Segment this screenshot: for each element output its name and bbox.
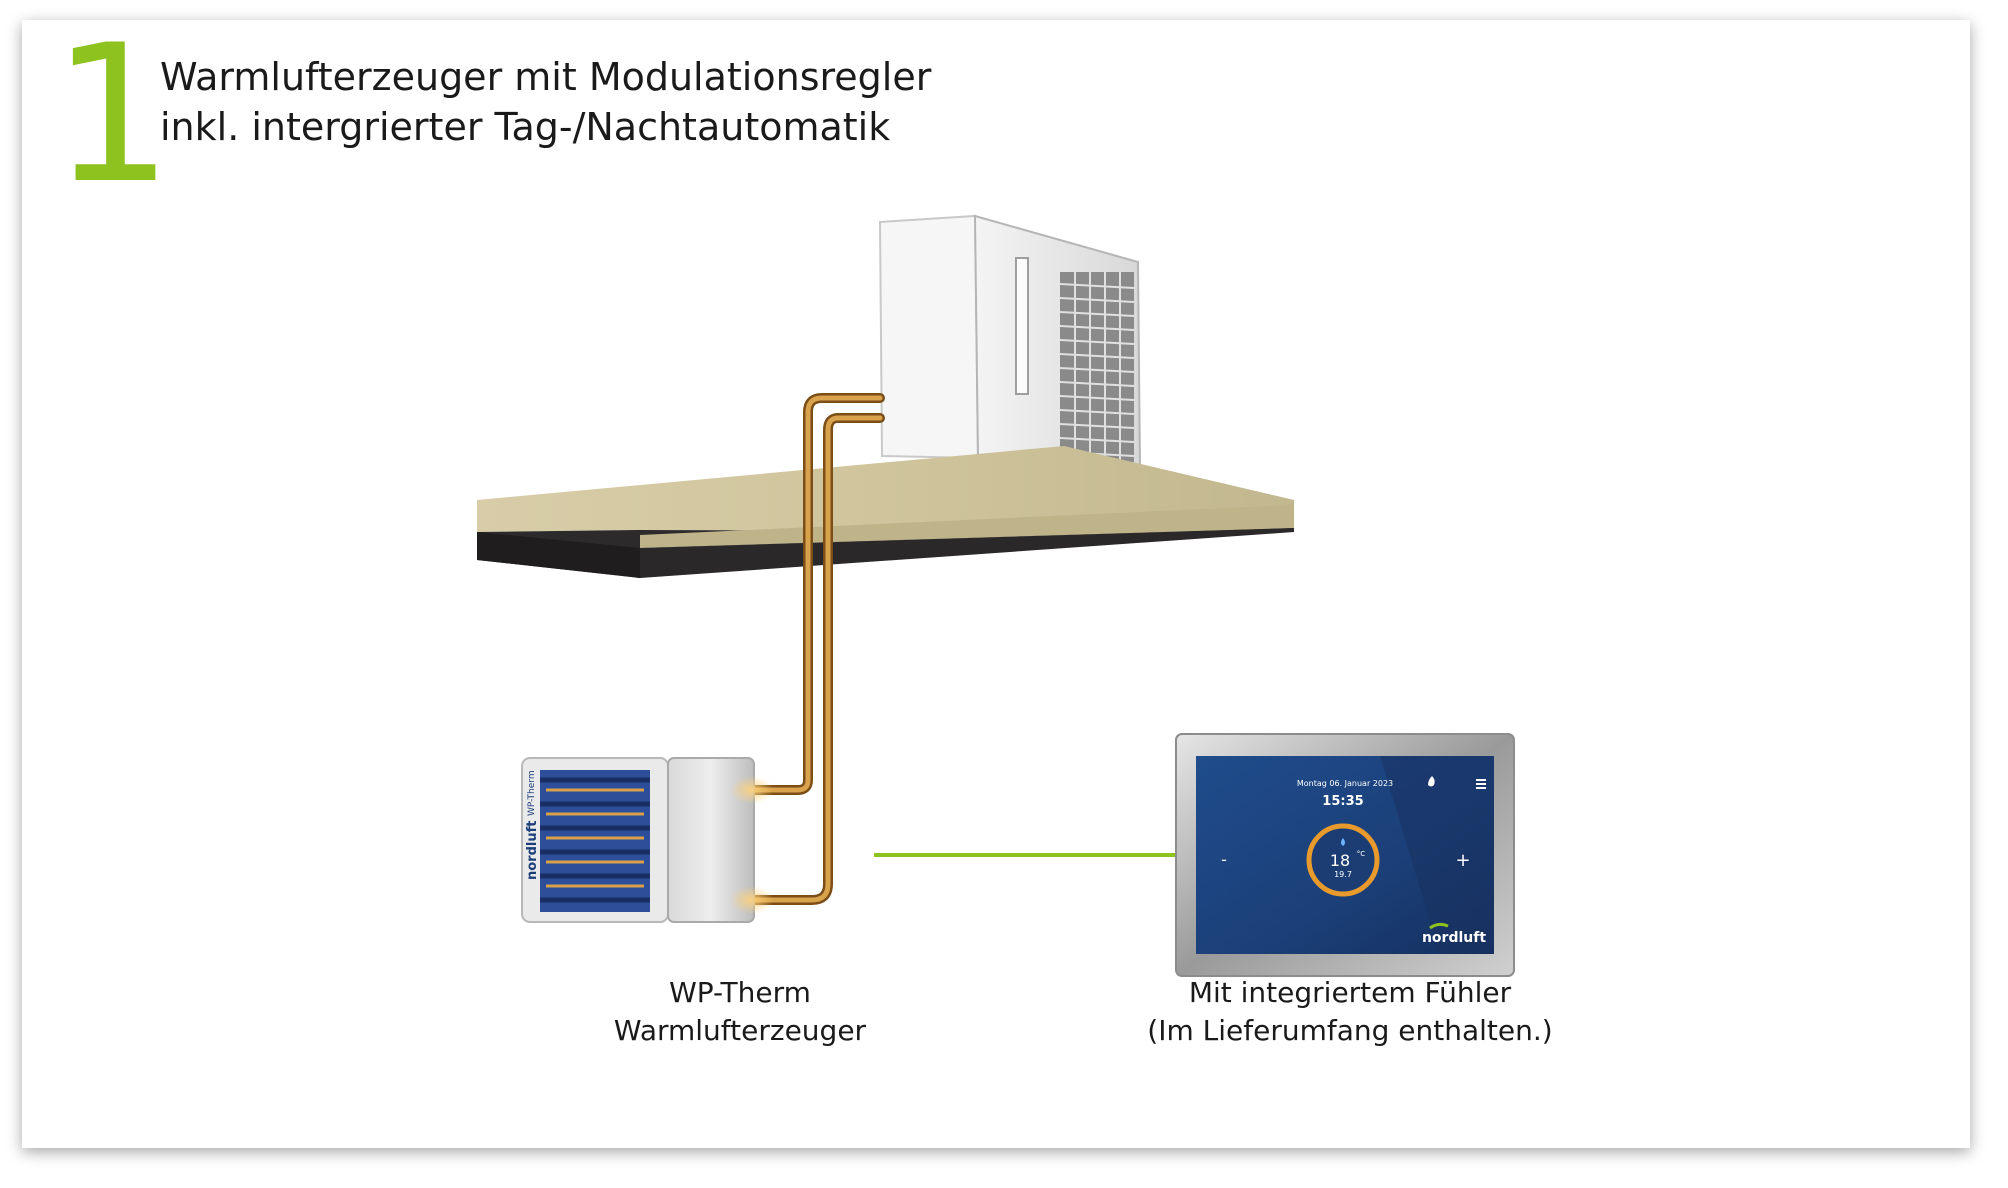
heater-caption-line-1: WP-Therm (560, 974, 920, 1012)
outdoor-unit (880, 216, 1140, 470)
ceiling-slab (477, 446, 1294, 578)
heater-brand-label: nordluft (525, 821, 540, 880)
air-heater-unit: nordluft WP-Therm (522, 758, 774, 922)
actual-temperature: 19.7 (1334, 870, 1352, 879)
thermostat-caption-line-2: (Im Lieferumfang enthalten.) (1100, 1012, 1600, 1050)
temperature-unit: °C (1357, 850, 1366, 858)
thermostat-brand: nordluft (1422, 930, 1486, 946)
thermostat-caption: Mit integriertem Fühler (Im Lieferumfang… (1100, 974, 1600, 1050)
thermostat-device: Montag 06. Januar 2023 15:35 18 °C 19.7 … (1176, 734, 1514, 976)
heater-model-label: WP-Therm (527, 770, 537, 816)
thermostat-date: Montag 06. Januar 2023 (1297, 779, 1393, 788)
outdoor-unit-grille (1060, 272, 1134, 462)
heater-caption-line-2: Warmlufterzeuger (560, 1012, 920, 1050)
thermostat-caption-line-1: Mit integriertem Fühler (1100, 974, 1600, 1012)
decrease-button[interactable]: - (1221, 850, 1227, 869)
heater-caption: WP-Therm Warmlufterzeuger (560, 974, 920, 1050)
thermostat-time: 15:35 (1322, 794, 1363, 809)
increase-button[interactable]: + (1455, 850, 1470, 871)
setpoint-temperature: 18 (1330, 851, 1350, 870)
